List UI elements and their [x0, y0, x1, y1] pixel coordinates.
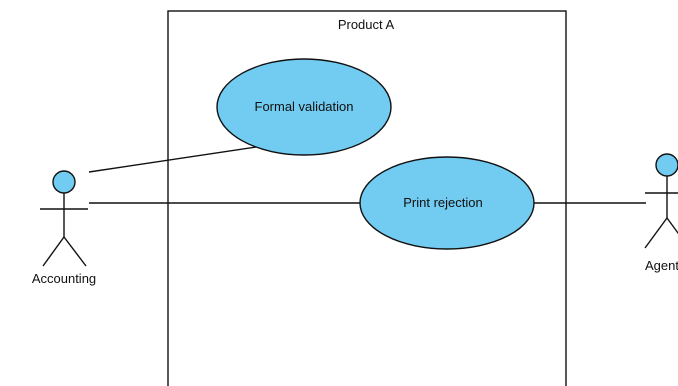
use-case-label: Formal validation [255, 99, 354, 114]
system-boundary-label: Product A [338, 17, 395, 32]
use-case-ellipse [216, 58, 392, 156]
actor-leg-right [666, 217, 678, 235]
actor-leg-left [42, 236, 65, 267]
use-case-formal-validation[interactable]: Formal validation [216, 58, 392, 156]
actor-head-icon [52, 170, 76, 194]
actor-head-icon [655, 153, 678, 177]
actor-label: Accounting [32, 271, 96, 286]
use-case-print-rejection[interactable]: Print rejection [359, 156, 535, 250]
use-case-ellipse [359, 156, 535, 250]
actor-leg-right [63, 236, 87, 267]
actor-accounting[interactable]: Accounting [32, 170, 96, 286]
actor-agent[interactable]: Agent [644, 153, 678, 273]
association-accounting-formal-validation[interactable] [88, 146, 257, 173]
use-case-label: Print rejection [403, 195, 482, 210]
actor-label: Agent [645, 258, 678, 273]
actor-leg-left [644, 217, 668, 249]
